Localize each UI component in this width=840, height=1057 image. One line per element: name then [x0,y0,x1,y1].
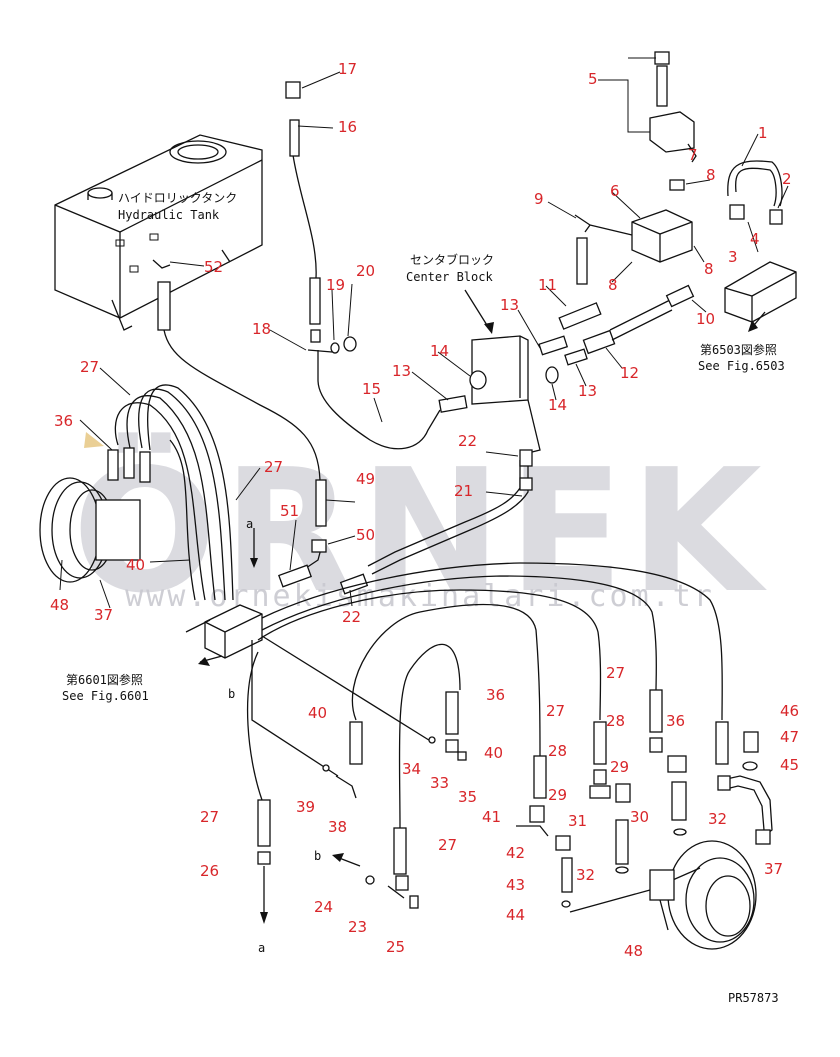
callout-18: 18 [252,320,271,338]
callout-19: 19 [326,276,345,294]
callout-17: 17 [338,60,357,78]
callout-1: 1 [758,124,768,142]
callout-23: 23 [348,918,367,936]
callout-8-top: 8 [706,166,716,184]
callout-2: 2 [782,170,792,188]
callout-15: 15 [362,380,381,398]
callout-13-b: 13 [392,362,411,380]
callout-33: 33 [430,774,449,792]
callout-7: 7 [688,146,698,164]
callout-27-f: 27 [606,664,625,682]
callout-27-b: 27 [264,458,283,476]
letter-b-lower: b [314,849,321,863]
callout-30: 30 [630,808,649,826]
callout-43: 43 [506,876,525,894]
callout-27-d: 27 [438,836,457,854]
callout-32-b: 32 [576,866,595,884]
fig6503-ref-en: See Fig.6503 [698,359,785,373]
callout-37-a: 37 [94,606,113,624]
callout-41: 41 [482,808,501,826]
callout-39: 39 [296,798,315,816]
callout-22-lower: 22 [342,608,361,626]
callout-27-a: 27 [80,358,99,376]
callout-28-a: 28 [548,742,567,760]
callout-21: 21 [454,482,473,500]
left-travel-motor [39,447,151,583]
callout-13-a: 13 [500,296,519,314]
center-block-label-en: Center Block [406,270,493,284]
callout-22-upper: 22 [458,432,477,450]
callout-34: 34 [402,760,421,778]
letter-a-lower: a [258,941,265,955]
callout-36-b: 36 [486,686,505,704]
callout-27-c: 27 [200,808,219,826]
hydraulic-tank [54,134,263,331]
callout-5: 5 [588,70,598,88]
annotations: ハイドロリックタンク Hydraulic Tank センタブロック Center… [62,191,785,1005]
callout-40-c: 40 [484,744,503,762]
callout-31: 31 [568,812,587,830]
callout-40-a: 40 [126,556,145,574]
callout-27-e: 27 [546,702,565,720]
fig6601-ref-en: See Fig.6601 [62,689,149,703]
callout-26: 26 [200,862,219,880]
tank-label-jp: ハイドロリックタンク [118,191,237,205]
callout-3: 3 [728,248,738,266]
callout-45: 45 [780,756,799,774]
right-travel-motor [649,840,757,950]
leader-lines [59,57,789,609]
callout-52: 52 [204,258,223,276]
tank-label-en: Hydraulic Tank [118,208,220,222]
callout-10: 10 [696,310,715,328]
letter-b-upper: b [228,687,235,701]
callout-42: 42 [506,844,525,862]
callout-28-b: 28 [606,712,625,730]
callout-48-a: 48 [50,596,69,614]
callout-8-mid: 8 [704,260,714,278]
callout-38: 38 [328,818,347,836]
watermark: ÖRNEK www.ornekismakinalari.com.tr [72,432,762,631]
letter-a-upper: a [246,517,253,531]
callout-24: 24 [314,898,333,916]
callout-11: 11 [538,276,557,294]
callout-20: 20 [356,262,375,280]
callout-36-a: 36 [54,412,73,430]
fig6601-ref-jp: 第6601図参照 [66,672,143,687]
piping [39,51,797,950]
callout-12: 12 [620,364,639,382]
callout-29-a: 29 [548,786,567,804]
drawing-code: PR57873 [728,991,779,1005]
watermark-site: www.ornekismakinalari.com.tr [125,579,715,614]
callout-51: 51 [280,502,299,520]
callout-49: 49 [356,470,375,488]
callout-4: 4 [750,230,760,248]
callout-46: 46 [780,702,799,720]
center-block-label-jp: センタブロック [410,252,494,267]
callout-36-c: 36 [666,712,685,730]
callout-16: 16 [338,118,357,136]
callout-37-b: 37 [764,860,783,878]
fig6503-ref-jp: 第6503図参照 [700,342,777,357]
callout-14-b: 14 [548,396,567,414]
callout-48-b: 48 [624,942,643,960]
watermark-logo-mark [84,432,104,448]
callout-50: 50 [356,526,375,544]
callout-44: 44 [506,906,525,924]
callout-6: 6 [610,182,620,200]
callout-35: 35 [458,788,477,806]
callout-9: 9 [534,190,544,208]
callout-40-b: 40 [308,704,327,722]
callouts: 1 2 3 4 5 6 7 8 8 8 9 10 11 12 13 13 13 … [50,60,799,960]
callout-47: 47 [780,728,799,746]
callout-29-b: 29 [610,758,629,776]
callout-25: 25 [386,938,405,956]
callout-13-c: 13 [578,382,597,400]
callout-8-low: 8 [608,276,618,294]
callout-32-a: 32 [708,810,727,828]
callout-14-a: 14 [430,342,449,360]
